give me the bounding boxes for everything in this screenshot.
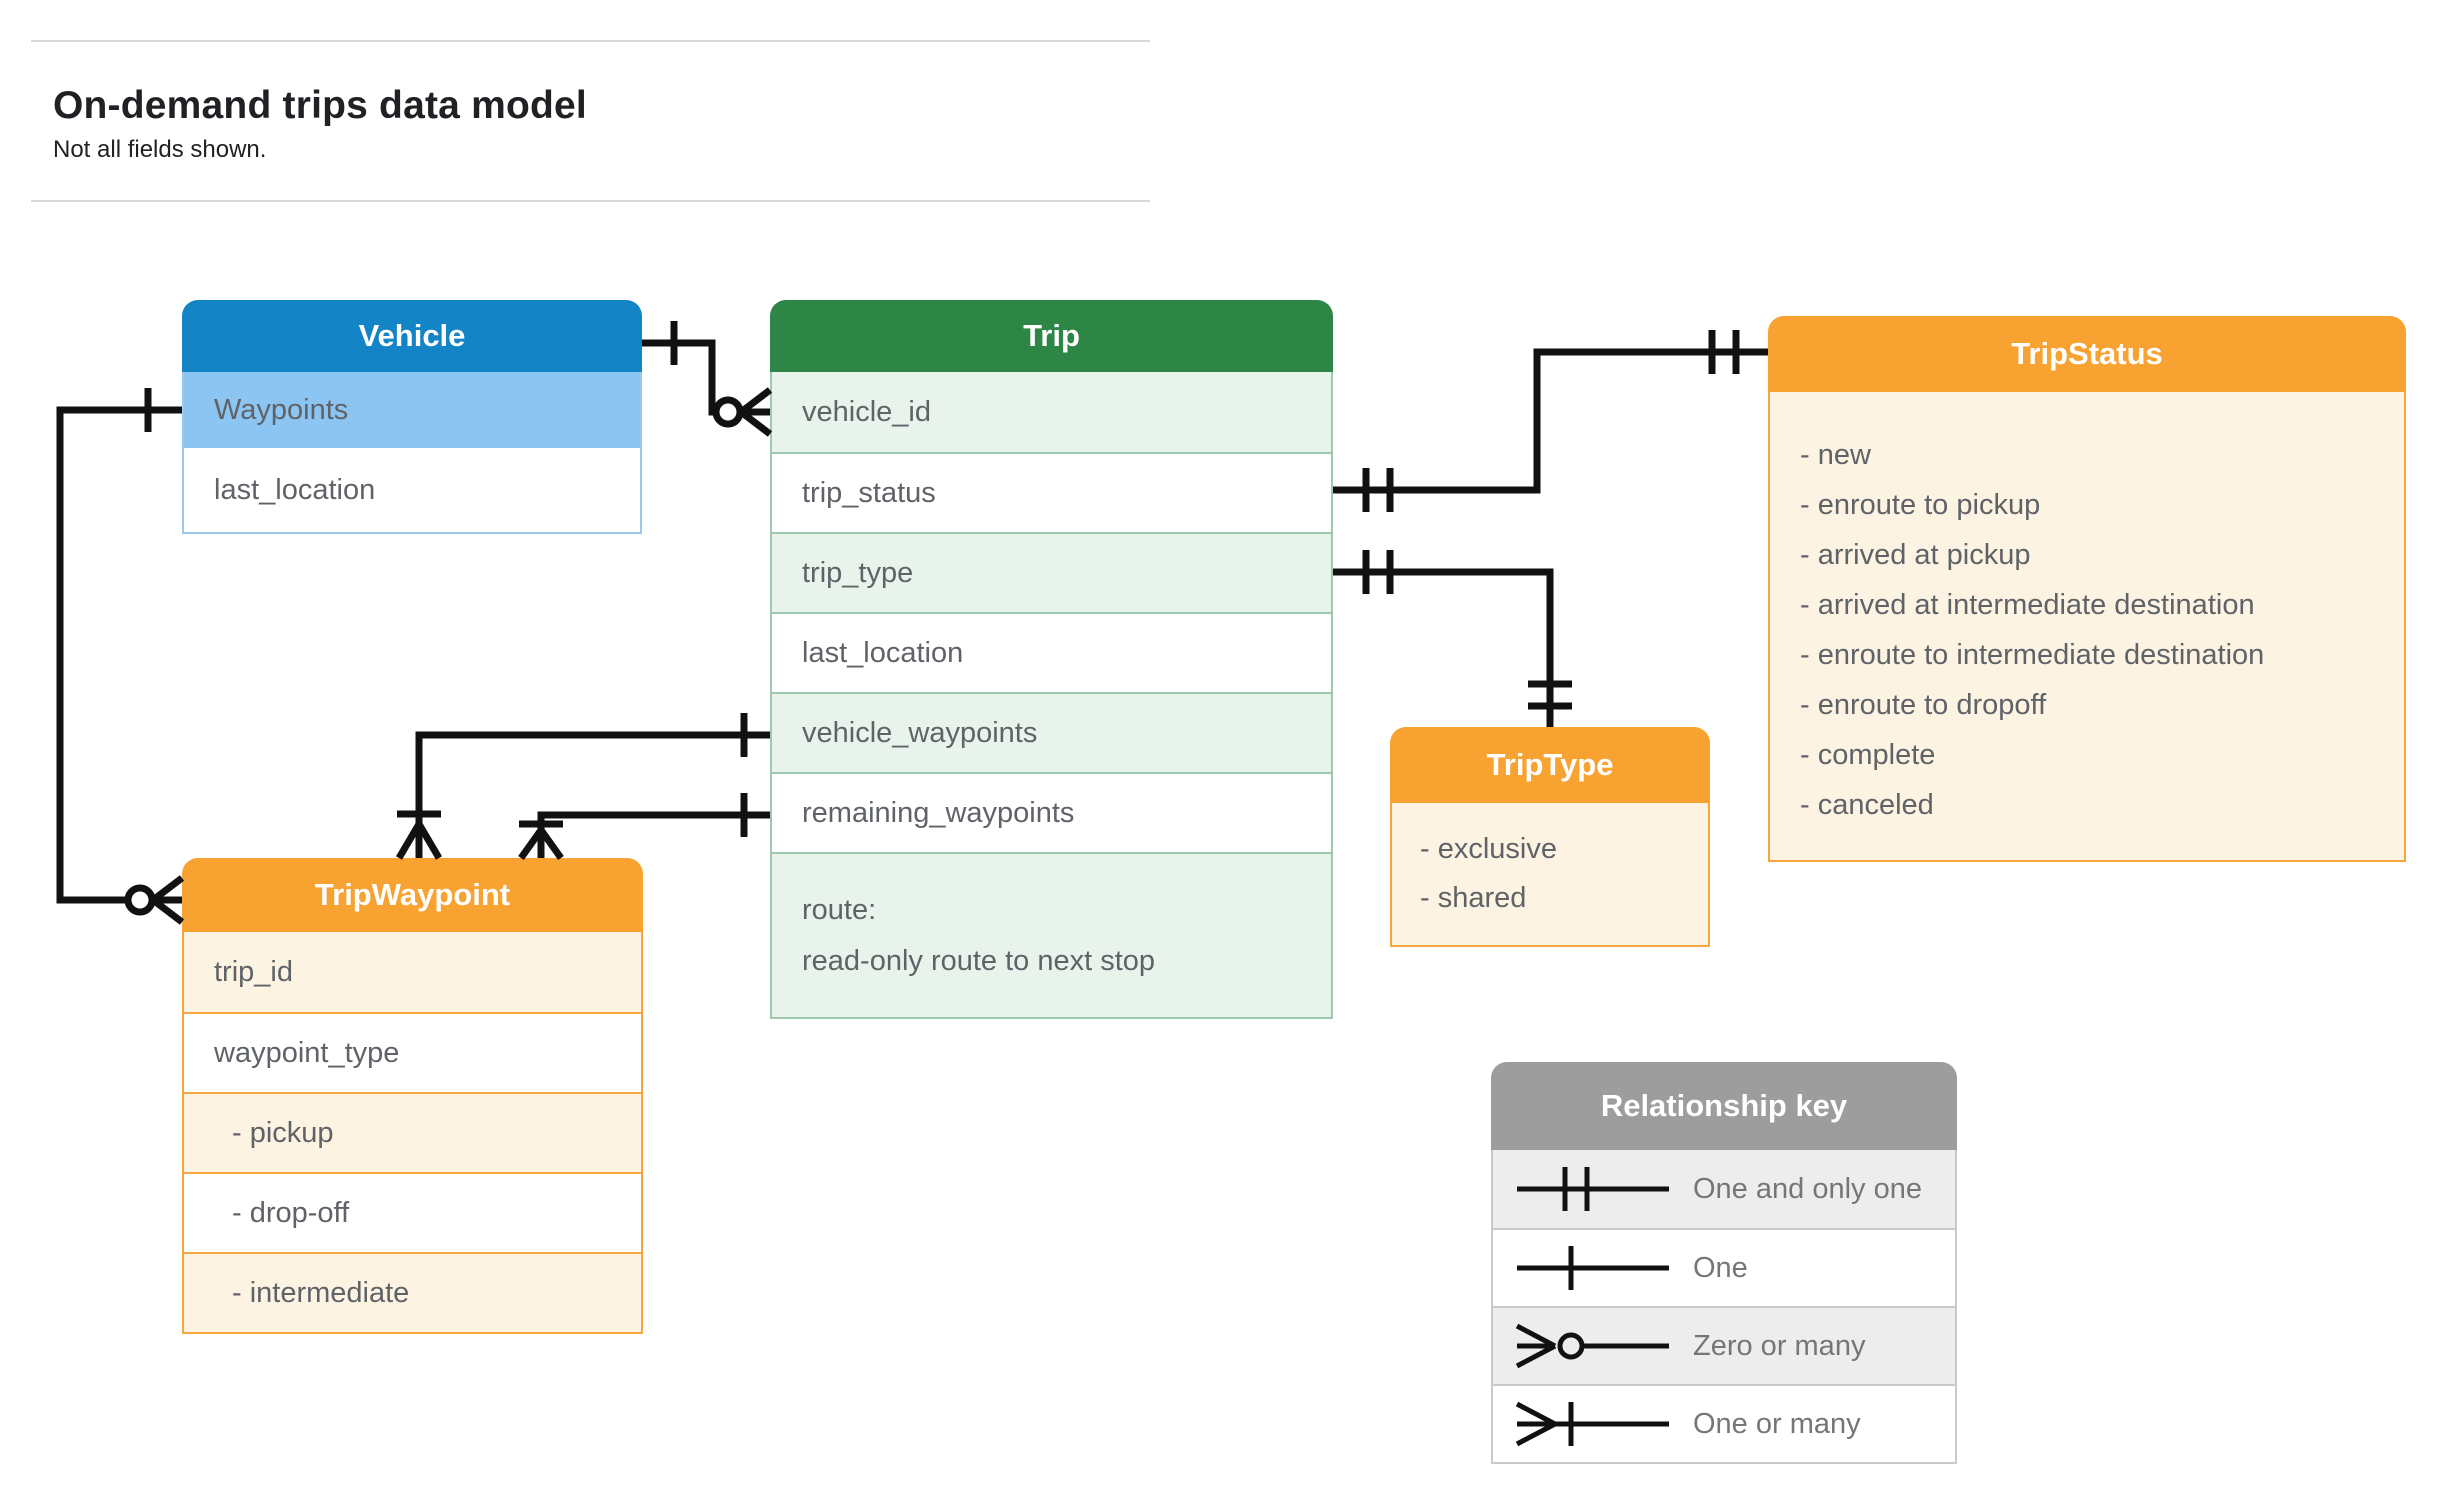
legend-label: One <box>1693 1251 1748 1284</box>
trip-field-route: route: read-only route to next stop <box>772 852 1331 1017</box>
legend-row-one-and-only-one: One and only one <box>1493 1150 1955 1228</box>
trip-field-vehicle-waypoints: vehicle_waypoints <box>772 692 1331 772</box>
trip-table-header: Trip <box>770 300 1333 372</box>
relationship-key: Relationship key One and only one One <box>1491 1062 1957 1464</box>
vehicle-table: Vehicle Waypoints last_location <box>182 300 642 534</box>
legend-label: One or many <box>1693 1407 1861 1440</box>
trip-field-last-location: last_location <box>772 612 1331 692</box>
triptype-value-shared: - shared <box>1420 882 1527 914</box>
connector-vehicle-to-tripwaypoint <box>56 388 185 925</box>
connector-trip-remaining-waypoints-to-tripwaypoint <box>518 793 770 861</box>
vehicle-field-last-location: last_location <box>184 448 640 532</box>
relationship-key-header: Relationship key <box>1491 1062 1957 1150</box>
tripstatus-value-new: - new <box>1800 439 1871 471</box>
triptype-table-header: TripType <box>1390 727 1710 803</box>
tripwaypoint-field-waypoint-type: waypoint_type <box>184 1012 641 1092</box>
connector-vehicle-to-trip <box>642 321 773 437</box>
tripwaypoint-field-trip-id: trip_id <box>184 932 641 1012</box>
legend-row-zero-or-many: Zero or many <box>1493 1306 1955 1384</box>
page-title: On-demand trips data model <box>53 84 587 127</box>
tripstatus-value-enroute-to-intermediate-destination: - enroute to intermediate destination <box>1800 639 2265 671</box>
tripstatus-table: TripStatus - new - enroute to pickup - a… <box>1768 316 2406 862</box>
tripwaypoint-value-intermediate: - intermediate <box>184 1252 641 1332</box>
tripwaypoint-value-drop-off: - drop-off <box>184 1172 641 1252</box>
tripstatus-value-canceled: - canceled <box>1800 789 1934 821</box>
bottom-divider <box>31 200 1150 202</box>
tripstatus-value-complete: - complete <box>1800 739 1936 771</box>
connector-trip-vehicle-waypoints-to-tripwaypoint <box>395 713 770 860</box>
vehicle-table-header: Vehicle <box>182 300 642 372</box>
one-icon <box>1517 1246 1669 1290</box>
legend-label: Zero or many <box>1693 1329 1866 1362</box>
trip-table: Trip vehicle_id trip_status trip_type la… <box>770 300 1333 1019</box>
connector-trip-to-triptype <box>1333 550 1572 727</box>
one-or-many-icon <box>1515 1401 1669 1447</box>
legend-row-one: One <box>1493 1228 1955 1306</box>
trip-route-line2: read-only route to next stop <box>802 944 1156 977</box>
tripstatus-value-enroute-to-pickup: - enroute to pickup <box>1800 489 2041 521</box>
tripwaypoint-table-header: TripWaypoint <box>182 858 643 932</box>
tripwaypoint-table: TripWaypoint trip_id waypoint_type - pic… <box>182 858 643 1334</box>
trip-field-vehicle-id: vehicle_id <box>772 372 1331 452</box>
tripwaypoint-value-pickup: - pickup <box>184 1092 641 1172</box>
zero-or-many-icon <box>1515 1323 1669 1369</box>
trip-field-trip-status: trip_status <box>772 452 1331 532</box>
page-subtitle: Not all fields shown. <box>53 136 267 163</box>
tripstatus-value-arrived-at-intermediate-destination: - arrived at intermediate destination <box>1800 589 2255 621</box>
tripstatus-table-header: TripStatus <box>1768 316 2406 392</box>
top-divider <box>31 40 1150 42</box>
trip-field-trip-type: trip_type <box>772 532 1331 612</box>
tripstatus-value-enroute-to-dropoff: - enroute to dropoff <box>1800 689 2047 721</box>
triptype-table: TripType - exclusive - shared <box>1390 727 1710 947</box>
trip-route-line1: route: <box>802 893 877 926</box>
legend-label: One and only one <box>1693 1172 1922 1205</box>
legend-row-one-or-many: One or many <box>1493 1384 1955 1462</box>
trip-field-remaining-waypoints: remaining_waypoints <box>772 772 1331 852</box>
vehicle-field-waypoints: Waypoints <box>184 372 640 448</box>
connector-trip-to-tripstatus <box>1333 330 1768 512</box>
one-and-only-one-icon <box>1517 1167 1669 1211</box>
triptype-value-exclusive: - exclusive <box>1420 833 1557 865</box>
tripstatus-value-arrived-at-pickup: - arrived at pickup <box>1800 539 2031 571</box>
